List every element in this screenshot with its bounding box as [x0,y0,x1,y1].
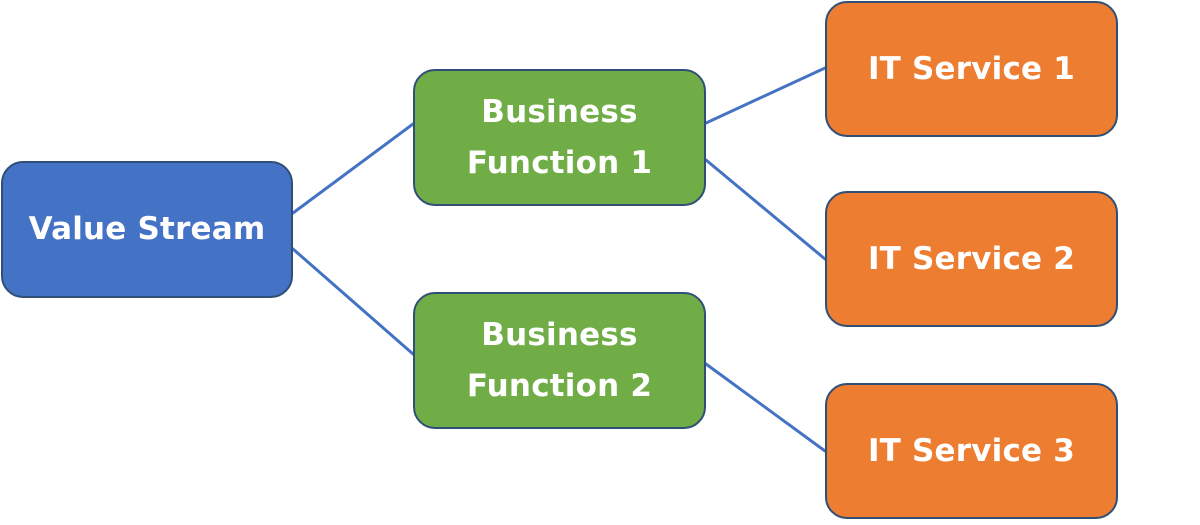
it-service-1-node: IT Service 1 [825,1,1118,137]
it-service-1-label: IT Service 1 [867,50,1076,87]
it-service-2-node: IT Service 2 [825,191,1118,327]
business-function-2-node: Business Function 2 [413,292,706,429]
edge-business-function-1-to-it-service-2 [704,158,827,261]
value-stream-node: Value Stream [1,161,293,298]
business-function-1-label: Business Function 1 [466,94,653,181]
value-stream-label: Value Stream [28,211,266,248]
edge-business-function-1-to-it-service-1 [704,66,827,125]
business-function-1-node: Business Function 1 [413,69,706,206]
edge-business-function-2-to-it-service-3 [704,362,827,453]
business-function-2-label: Business Function 2 [466,317,653,404]
edge-value-stream-to-business-function-1 [291,122,415,215]
edge-value-stream-to-business-function-2 [291,247,415,356]
it-service-3-node: IT Service 3 [825,383,1118,519]
it-service-3-label: IT Service 3 [867,432,1076,469]
it-service-2-label: IT Service 2 [867,240,1076,277]
